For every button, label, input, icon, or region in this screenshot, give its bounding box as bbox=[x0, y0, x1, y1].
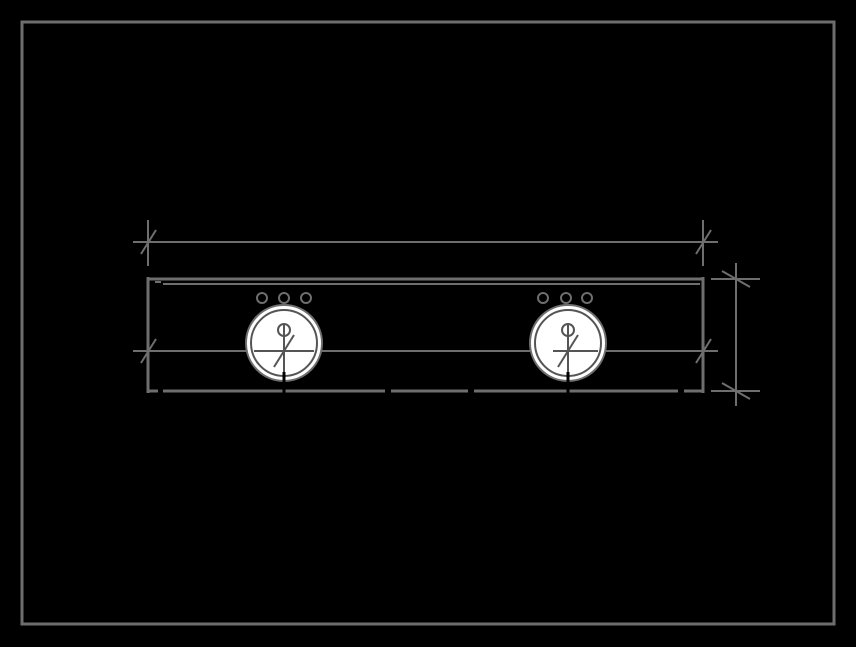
sink-right bbox=[529, 292, 607, 393]
sink-right-tap-hole bbox=[537, 292, 549, 304]
overall-width-tick-left bbox=[140, 229, 157, 255]
sink-centerline-dimension bbox=[133, 336, 718, 366]
sink-centerline-tick-left bbox=[140, 338, 157, 364]
sink-left-tap-hole bbox=[278, 292, 290, 304]
sink-left bbox=[245, 292, 323, 393]
depth-dimension bbox=[711, 263, 760, 406]
sink-left-tap-hole bbox=[300, 292, 312, 304]
sheet-border bbox=[20, 20, 836, 626]
sink-left-tap-hole bbox=[256, 292, 268, 304]
overall-width-dimension bbox=[133, 220, 718, 266]
sink-right-tap-hole bbox=[560, 292, 572, 304]
sink-left-slash-mark bbox=[273, 334, 295, 368]
vanity-countertop bbox=[146, 277, 705, 393]
sink-right-slash-mark bbox=[557, 334, 579, 368]
depth-tick-bottom bbox=[721, 382, 751, 400]
overall-width-tick-right bbox=[695, 229, 712, 255]
sink-right-tap-hole bbox=[581, 292, 593, 304]
sink-centerline-tick-right bbox=[695, 338, 712, 364]
depth-tick-top bbox=[721, 270, 751, 288]
